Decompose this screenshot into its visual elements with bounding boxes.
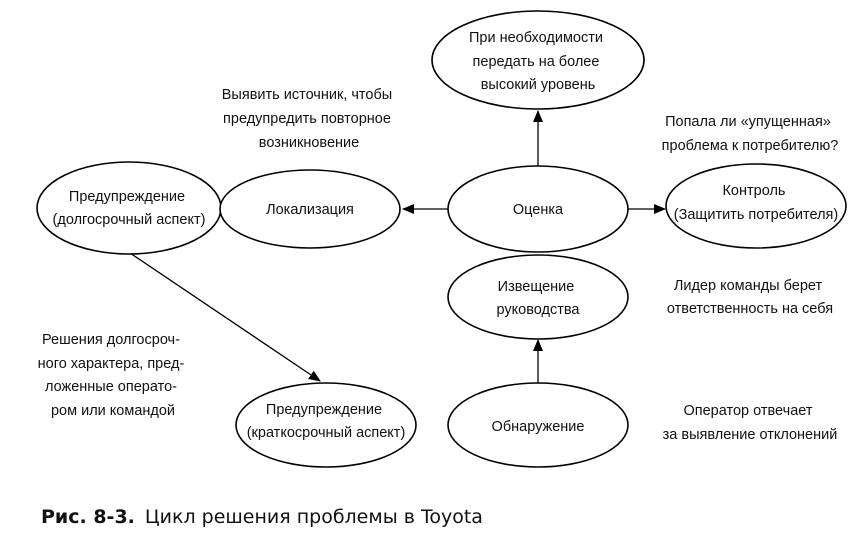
node-notify: Извещение руководства	[447, 254, 629, 340]
figure-caption-text: Цикл решения проблемы в Toyota	[144, 506, 483, 528]
svg-text:Обнаружение: Обнаружение	[492, 419, 585, 435]
figure-caption: Рис. 8-3. Цикл решения проблемы в Toyota	[41, 506, 483, 528]
node-evaluate: Оценка	[447, 165, 629, 253]
svg-text:Извещение руководства: Извещение руководства	[497, 279, 581, 318]
node-escalate: При необходимости передать на более высо…	[431, 10, 645, 110]
node-prevent-short: Предупреждение (краткосрочный аспект)	[235, 382, 417, 468]
svg-text:Контроль (Защитить потре: Контроль (Защитить потребителя)	[674, 183, 838, 223]
note-notify: Лидер команды берет ответственность на с…	[667, 278, 833, 317]
node-prevent-long: Предупреждение (долгосрочный аспект)	[36, 161, 222, 255]
note-long-term: Решения долгосроч- ного характера, пред-…	[38, 332, 189, 419]
node-control: Контроль (Защитить потребителя)	[665, 163, 847, 249]
svg-text:Предупреждение (краткоср: Предупреждение (краткосрочный аспект)	[247, 402, 406, 441]
note-control: Попала ли «упущенная» проблема к потреби…	[662, 114, 839, 154]
svg-text:Предупреждение (долгосро: Предупреждение (долгосрочный аспект)	[53, 189, 206, 228]
node-localize: Локализация	[219, 169, 401, 249]
note-localize: Выявить источник, чтобы предупредить пов…	[222, 87, 396, 151]
svg-text:Локализация: Локализация	[266, 202, 354, 218]
svg-text:Оценка: Оценка	[513, 202, 564, 218]
figure-caption-label: Рис. 8-3.	[41, 506, 135, 528]
svg-text:При необходимости переда: При необходимости передать на более высо…	[469, 30, 607, 93]
note-detect: Оператор отвечает за выявление отклонени…	[663, 403, 838, 443]
node-detect: Обнаружение	[447, 382, 629, 468]
arrow-prevent-long-to-prevent-short	[129, 252, 321, 382]
